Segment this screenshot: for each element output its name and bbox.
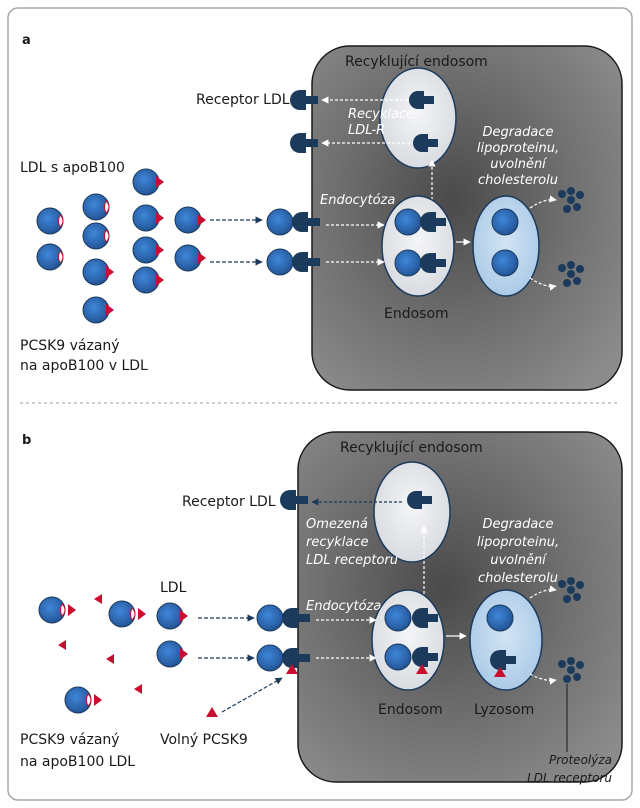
recycling-endosome-label-b: Recyklující endosom [340, 440, 483, 456]
receptor-icon [282, 608, 310, 628]
figure-frame [7, 7, 633, 801]
receptor-icon [409, 91, 434, 109]
pcsk9-bound-label-a-1: PCSK9 vázaný [20, 338, 120, 354]
ldl-label: LDL [160, 580, 187, 596]
endosome-a [381, 195, 455, 297]
endosome-label-a: Endosom [384, 306, 449, 322]
lysosome-a [472, 195, 540, 297]
pcsk9-arrow [221, 677, 283, 713]
limited-recycling-label-3: LDL receptoru [306, 553, 398, 568]
release-arrow [529, 195, 557, 209]
ldl-apob100-label: LDL s apoB100 [20, 160, 125, 176]
ldl-pcsk9-particles [38, 596, 188, 714]
limited-recycling-label-2: recyklace [306, 535, 368, 550]
ldl-particle [394, 249, 422, 277]
receptor-icon [413, 134, 438, 152]
ldl-particle [256, 604, 284, 632]
pcsk9-bound-marker [416, 664, 428, 674]
degradation-label-a-2: lipoproteinu, [477, 141, 559, 156]
endocytosis-label-b: Endocytóza [306, 599, 381, 614]
receptor-icon [292, 212, 320, 232]
recycling-ldlr-label-2: LDL-R [348, 123, 385, 138]
receptor-icon [412, 608, 438, 628]
degradation-label-a-4: cholesterolu [478, 173, 558, 188]
ldl-particle [491, 208, 519, 236]
receptor-icon [420, 212, 446, 232]
ldl-particle [256, 644, 284, 672]
degradation-label-b-1: Degradace [483, 517, 554, 532]
receptor-icon [407, 491, 432, 509]
release-arrow [529, 277, 557, 291]
ldl-particle [384, 604, 412, 632]
ldl-particle [266, 208, 294, 236]
recycling-endosome-b [373, 461, 451, 563]
pcsk9-bound-label-b-1: PCSK9 vázaný [20, 732, 120, 748]
degradation-label-a-3: uvolnění [490, 157, 548, 172]
free-pcsk9-label: Volný PCSK9 [160, 732, 248, 748]
degradation-label-b-3: uvolnění [490, 553, 548, 568]
proteolysis-label-1: Proteolýza [549, 753, 612, 767]
pcsk9-bound-marker [286, 664, 298, 674]
cholesterol-cluster [558, 577, 584, 603]
ldl-apob100-particles [36, 168, 206, 324]
receptor-ldl-label-a: Receptor LDL [196, 92, 290, 108]
recycling-endosome-label-a: Recyklující endosom [345, 54, 488, 70]
free-pcsk9-triangles [58, 594, 218, 717]
receptor-icon [280, 490, 308, 510]
ldl-particle [266, 248, 294, 276]
panel-a-letter: a [22, 33, 31, 48]
pcsk9-bound-label-b-2: na apoB100 LDL [20, 754, 135, 770]
panel-b-letter: b [22, 433, 31, 448]
ldl-particle [384, 643, 412, 671]
degradation-label-b-2: lipoproteinu, [477, 535, 559, 550]
degradation-label-a-1: Degradace [483, 125, 554, 140]
cell-a [311, 45, 623, 391]
lysosome-label: Lyzosom [474, 702, 534, 718]
cholesterol-cluster [558, 187, 584, 213]
pcsk9-bound-marker [494, 667, 506, 677]
release-arrow [529, 673, 557, 685]
receptor-icon [290, 90, 318, 110]
receptor-icon [490, 650, 516, 670]
ldl-particle [394, 208, 422, 236]
receptor-icon [282, 648, 310, 668]
ldl-particle [491, 249, 519, 277]
endocytosis-label-a: Endocytóza [320, 193, 395, 208]
limited-recycling-label-1: Omezená [306, 517, 368, 532]
receptor-fragments [558, 657, 584, 683]
receptor-ldl-label-b: Receptor LDL [182, 494, 276, 510]
receptor-icon [412, 647, 438, 667]
degradation-label-b-4: cholesterolu [478, 571, 558, 586]
recycling-ldlr-label-1: Recyklace [348, 107, 414, 122]
receptor-icon [420, 253, 446, 273]
cholesterol-cluster [558, 261, 584, 287]
endosome-b [371, 589, 445, 691]
release-arrow [529, 585, 557, 599]
receptor-icon [292, 252, 320, 272]
pcsk9-bound-label-a-2: na apoB100 v LDL [20, 358, 148, 374]
ldl-particle [486, 604, 514, 632]
endosome-label-b: Endosom [378, 702, 443, 718]
receptor-icon [290, 133, 318, 153]
proteolysis-label-2: LDL receptoru [527, 771, 612, 785]
